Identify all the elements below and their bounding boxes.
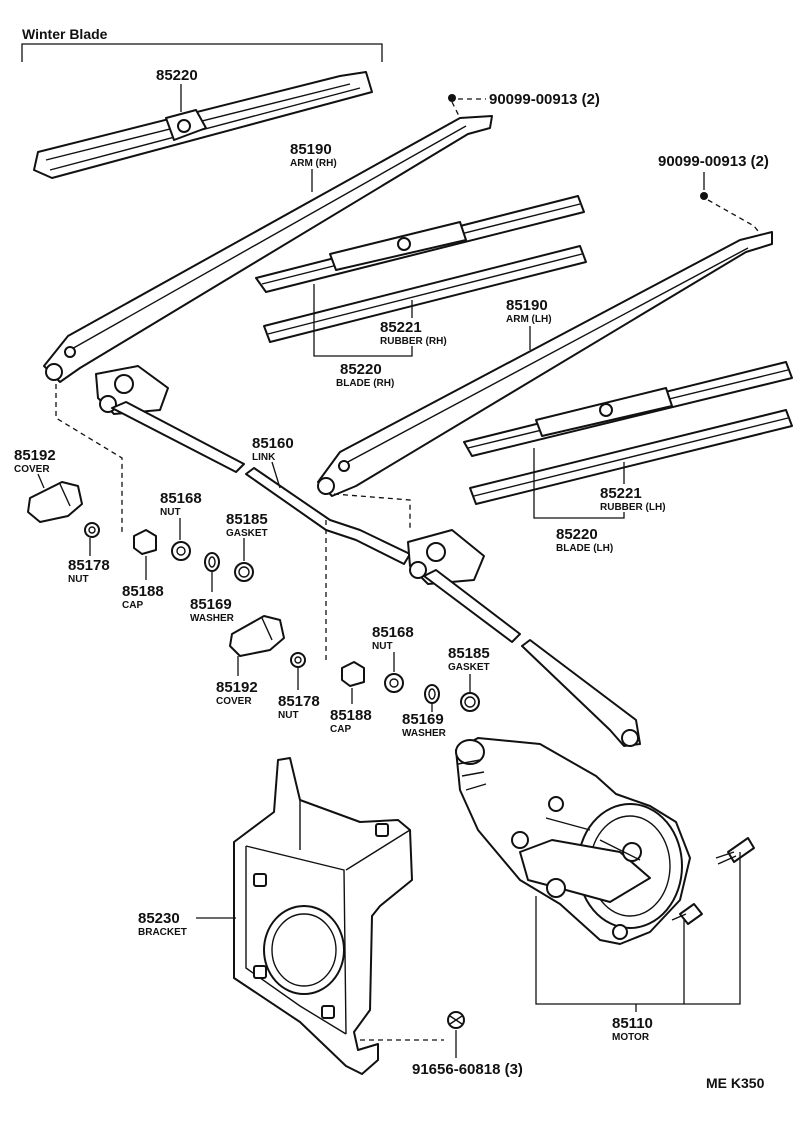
link-part-name: LINK <box>252 452 276 463</box>
washer-2: 85169 WASHER <box>402 684 447 739</box>
arm-rh-part-name: ARM (RH) <box>290 158 337 169</box>
winter-blade-illustration <box>33 71 373 179</box>
nut-168-2: 85168 NUT <box>372 624 414 693</box>
blade-rh-part-number: 85220 <box>340 361 382 378</box>
cap-1-part-number: 85188 <box>122 583 164 600</box>
winter-blade-part-number: 85220 <box>156 67 198 84</box>
nut-168-1: 85168 NUT <box>160 490 202 561</box>
washer-1-part-number: 85169 <box>190 596 232 613</box>
bracket-part-name: BRACKET <box>138 927 187 938</box>
figure-code: ME K350 <box>706 1075 765 1091</box>
motor-bolts <box>671 837 755 925</box>
link-part-number: 85160 <box>252 435 294 452</box>
screw-right: 90099-00913 (2) <box>658 153 769 237</box>
winter-blade-label: 85220 <box>156 67 198 112</box>
motor-illustration <box>455 737 691 945</box>
blade-rh-illustration <box>255 195 587 343</box>
screw-right-part-number: 90099-00913 (2) <box>658 153 769 170</box>
blade-lh-part-number: 85220 <box>556 526 598 543</box>
arm-lh-illustration <box>317 231 773 497</box>
bracket-bolt: 91656-60818 (3) <box>360 1011 523 1078</box>
cover-2-part-number: 85192 <box>216 679 258 696</box>
blade-lh-part-name: BLADE (LH) <box>556 543 613 554</box>
motor-part-number: 85110 <box>612 1015 653 1032</box>
arm-rh-part-number: 85190 <box>290 141 332 158</box>
washer-2-part-name: WASHER <box>402 728 447 739</box>
nut-178-2: 85178 NUT <box>278 652 320 721</box>
winter-blade-group: Winter Blade <box>21 26 383 62</box>
washer-1: 85169 WASHER <box>190 552 235 624</box>
arm-rh-illustration <box>43 115 493 383</box>
link-label: 85160 LINK <box>252 435 294 489</box>
bracket-illustration: 85230 BRACKET <box>138 757 413 1075</box>
arm-lh-part-number: 85190 <box>506 297 548 314</box>
gasket-2: 85185 GASKET <box>448 645 490 712</box>
washer-2-part-number: 85169 <box>402 711 444 728</box>
cover-1: 85192 COVER <box>14 447 83 523</box>
gasket-2-part-number: 85185 <box>448 645 490 662</box>
gasket-1-part-name: GASKET <box>226 528 268 539</box>
nut-168-2-part-number: 85168 <box>372 624 414 641</box>
rubber-rh-part-number: 85221 <box>380 319 422 336</box>
rubber-lh-part-name: RUBBER (LH) <box>600 502 666 513</box>
cap-2-part-name: CAP <box>330 724 351 735</box>
winter-blade-heading: Winter Blade <box>22 26 108 42</box>
nut-168-1-part-number: 85168 <box>160 490 202 507</box>
link-illustration <box>95 365 641 747</box>
nut-168-1-part-name: NUT <box>160 507 181 518</box>
cap-2: 85188 CAP <box>330 661 372 735</box>
washer-1-part-name: WASHER <box>190 613 235 624</box>
gasket-2-part-name: GASKET <box>448 662 490 673</box>
cover-1-part-name: COVER <box>14 464 50 475</box>
arm-rh-label: 85190 ARM (RH) <box>290 141 337 192</box>
bracket-part-number: 85230 <box>138 910 180 927</box>
cover-1-part-number: 85192 <box>14 447 56 464</box>
blade-lh-illustration <box>463 361 793 505</box>
arm-lh-label: 85190 ARM (LH) <box>506 297 552 350</box>
bracket-bolt-part-number: 91656-60818 (3) <box>412 1061 523 1078</box>
gasket-1-part-number: 85185 <box>226 511 268 528</box>
nut-168-2-part-name: NUT <box>372 641 393 652</box>
nut-178-2-part-name: NUT <box>278 710 299 721</box>
screw-top: 90099-00913 (2) <box>448 91 600 119</box>
nut-178-1-part-name: NUT <box>68 574 89 585</box>
nut-178-2-part-number: 85178 <box>278 693 320 710</box>
rubber-lh-part-number: 85221 <box>600 485 642 502</box>
cover-2: 85192 COVER <box>216 615 285 707</box>
arm-lh-part-name: ARM (LH) <box>506 314 552 325</box>
screw-top-part-number: 90099-00913 (2) <box>489 91 600 108</box>
motor-label: 85110 MOTOR <box>535 852 741 1043</box>
nut-178-1: 85178 NUT <box>68 522 110 585</box>
cap-1: 85188 CAP <box>122 529 164 611</box>
blade-rh-part-name: BLADE (RH) <box>336 378 394 389</box>
gasket-1: 85185 GASKET <box>226 511 268 582</box>
nut-178-1-part-number: 85178 <box>68 557 110 574</box>
motor-part-name: MOTOR <box>612 1032 650 1043</box>
blade-lh-label: 85221 RUBBER (LH) 85220 BLADE (LH) <box>533 448 666 554</box>
rubber-rh-part-name: RUBBER (RH) <box>380 336 447 347</box>
cover-2-part-name: COVER <box>216 696 252 707</box>
blade-rh-label: 85221 RUBBER (RH) 85220 BLADE (RH) <box>313 284 447 389</box>
cap-2-part-number: 85188 <box>330 707 372 724</box>
cap-1-part-name: CAP <box>122 600 143 611</box>
